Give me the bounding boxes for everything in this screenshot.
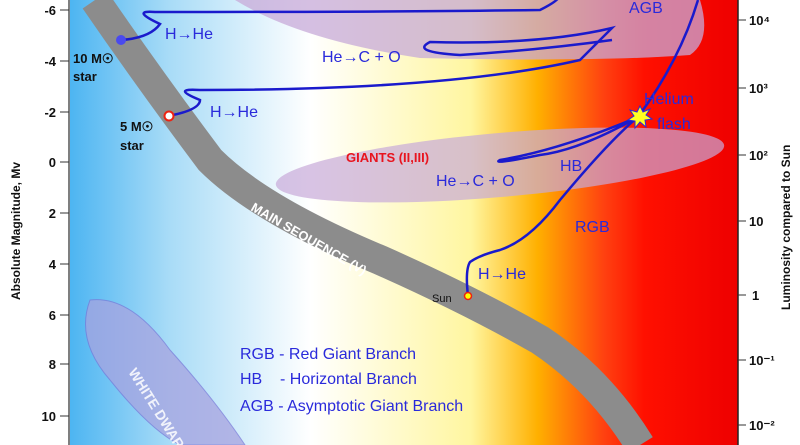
ten-msun-star-marker <box>116 35 126 45</box>
he-co-lower-label: He→C + O <box>436 173 515 190</box>
left-tick: 8 <box>49 357 56 372</box>
left-tick: -6 <box>44 3 56 18</box>
left-tick: 4 <box>49 257 57 272</box>
right-tick: 10⁻² <box>749 418 775 433</box>
left-tick: 0 <box>49 155 56 170</box>
helium-flash-label-1: Helium <box>644 91 694 108</box>
right-tick: 10² <box>749 148 768 163</box>
main-sequence-band <box>82 0 653 445</box>
h-he-sun-label: H→He <box>478 266 526 283</box>
right-tick: 10 <box>749 214 763 229</box>
h-he-10-label: H→He <box>165 26 213 43</box>
ten-msun-sub: star <box>73 69 97 84</box>
right-axis-ticks: 10⁴ 10³ 10² 10 1 10⁻¹ 10⁻² <box>738 13 775 433</box>
five-msun-label: 5 M☉ <box>120 119 153 134</box>
legend-rgb: RGB - Red Giant Branch <box>240 346 416 363</box>
h-he-5-label: H→He <box>210 104 258 121</box>
helium-flash-label-2: flash <box>657 116 691 133</box>
left-tick: 6 <box>49 308 56 323</box>
supergiants-region <box>235 0 705 60</box>
giants-region <box>275 127 725 203</box>
left-tick: 10 <box>42 409 56 424</box>
sun-marker <box>463 291 473 301</box>
right-tick: 1 <box>752 288 759 303</box>
right-axis-label: Luminosity compared to Sun <box>779 145 793 310</box>
he-co-upper-label: He→C + O <box>322 49 401 66</box>
legend-hb: HB - Horizontal Branch <box>240 371 417 388</box>
left-axis-ticks: -6 -4 -2 0 2 4 6 8 10 <box>42 3 69 424</box>
giants-label: GIANTS (II,III) <box>346 150 429 165</box>
right-tick: 10³ <box>749 81 768 96</box>
five-msun-sub: star <box>120 138 144 153</box>
left-tick: -2 <box>44 105 56 120</box>
hb-label: HB <box>560 158 582 175</box>
agb-label: AGB <box>629 0 663 17</box>
right-tick: 10⁴ <box>749 13 770 28</box>
left-tick: -4 <box>44 54 56 69</box>
evolution-tracks <box>120 0 700 297</box>
legend-agb: AGB - Asymptotic Giant Branch <box>240 398 463 415</box>
helium-flash-icon <box>626 104 654 130</box>
track-sun <box>465 0 700 297</box>
track-5-msun <box>167 25 616 118</box>
left-tick: 2 <box>49 206 56 221</box>
five-msun-star-marker <box>163 110 175 122</box>
left-axis-label: Absolute Magnitude, Mv <box>9 162 23 300</box>
track-10-msun <box>120 0 559 42</box>
ten-msun-label: 10 M☉ <box>73 51 114 66</box>
rgb-label: RGB <box>575 219 610 236</box>
right-tick: 10⁻¹ <box>749 353 775 368</box>
sun-label: Sun <box>432 293 452 305</box>
